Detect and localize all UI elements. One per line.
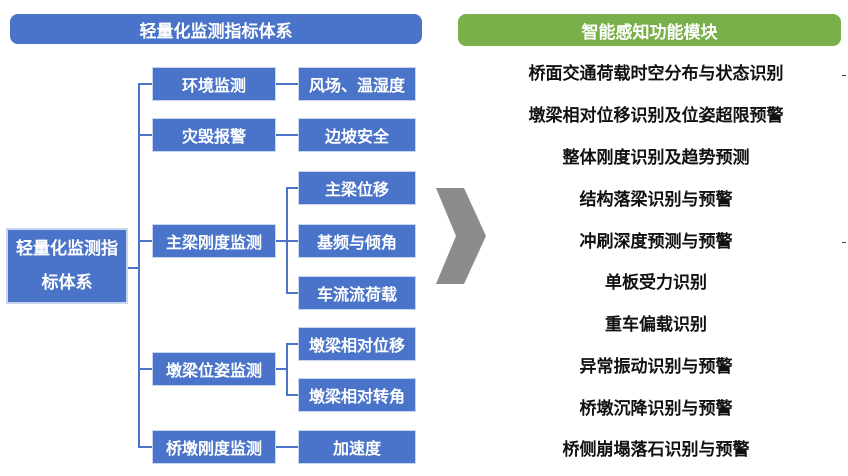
category-environment: 环境监测 (152, 67, 276, 101)
category-girder-stiffness: 主梁刚度监测 (152, 224, 276, 258)
function-item: 结构落梁识别与预警 (579, 190, 733, 210)
leaf-slope-safety: 边坡安全 (298, 118, 416, 152)
function-item: 桥面交通荷载时空分布与状态识别 (528, 64, 784, 84)
flow-arrow-icon (436, 188, 486, 284)
function-item: 桥墩沉降识别与预警 (579, 399, 733, 419)
function-item: 整体刚度识别及趋势预测 (562, 148, 750, 168)
function-item: 冲刷深度预测与预警 (579, 232, 733, 252)
leaf-traffic-load: 车流流荷载 (298, 276, 416, 310)
leaf-relative-rotation: 墩梁相对转角 (298, 378, 416, 412)
edge-tick-mark (842, 75, 846, 76)
function-item: 重车偏载识别 (605, 315, 707, 335)
leaf-girder-displacement: 主梁位移 (298, 171, 416, 205)
category-pier-stiffness: 桥墩刚度监测 (152, 430, 276, 464)
edge-tick-mark (842, 242, 846, 243)
leaf-frequency-tilt: 基频与倾角 (298, 224, 416, 258)
function-item: 异常振动识别与预警 (579, 357, 733, 377)
function-item: 墩梁相对位移识别及位姿超限预警 (528, 106, 784, 126)
right-panel-title: 智能感知功能模块 (458, 14, 841, 46)
category-pier-girder-pose: 墩梁位姿监测 (152, 352, 276, 386)
left-panel-title: 轻量化监测指标体系 (10, 14, 422, 44)
root-node: 轻量化监测指标体系 (6, 228, 128, 304)
leaf-acceleration: 加速度 (298, 430, 416, 464)
function-item: 单板受力识别 (605, 273, 707, 293)
leaf-relative-displacement: 墩梁相对位移 (298, 327, 416, 361)
category-disaster-alarm: 灾毁报警 (152, 118, 276, 152)
root-node-label: 轻量化监测指标体系 (16, 239, 118, 293)
function-item: 桥侧崩塌落石识别与预警 (562, 440, 750, 460)
leaf-wind-temp-humidity: 风场、温湿度 (298, 67, 416, 101)
